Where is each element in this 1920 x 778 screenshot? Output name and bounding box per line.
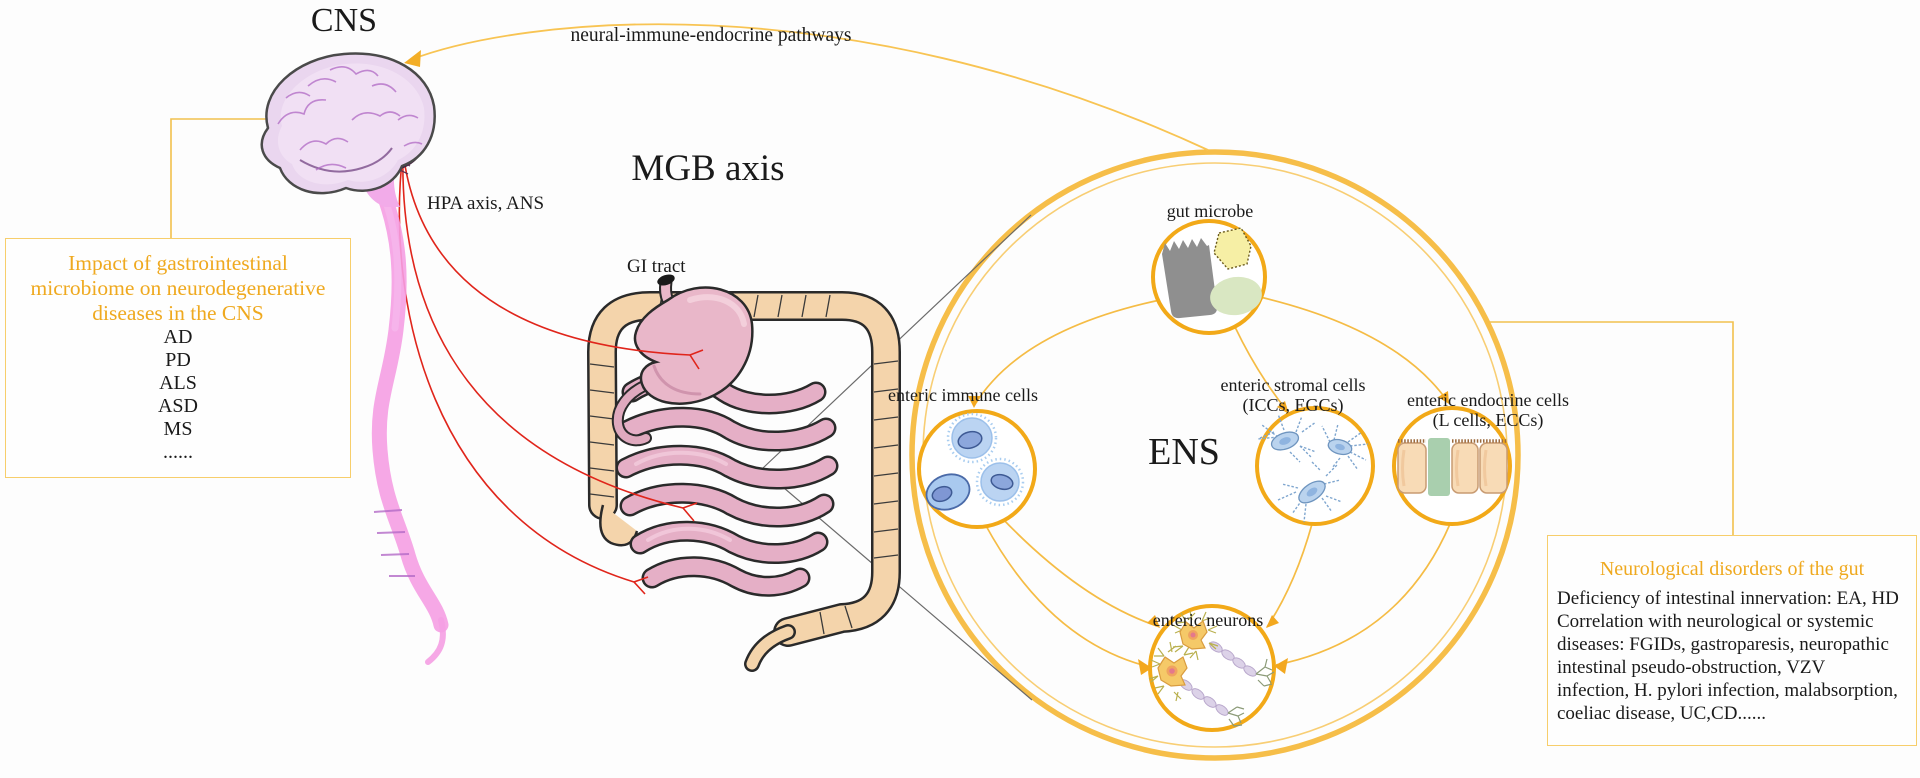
cns-diseases-list: AD PD ALS ASD MS ...... bbox=[6, 326, 350, 464]
text-line: Deficiency of intestinal innervation: EA… bbox=[1557, 588, 1899, 609]
left-box-connector-line bbox=[170, 118, 283, 238]
spinal-cord bbox=[371, 190, 449, 665]
text-line: diseases: FGIDs, gastroparesis, neuropat… bbox=[1557, 634, 1889, 655]
bacterium-icon bbox=[1162, 238, 1218, 319]
immune-cells-label: enteric immune cells bbox=[888, 385, 1038, 405]
stromal-cells-label: enteric stromal cells (ICCs, EGCs) bbox=[1220, 375, 1366, 415]
list-item: ...... bbox=[163, 441, 193, 463]
stomach-illustration bbox=[611, 274, 754, 447]
list-item: ASD bbox=[157, 395, 198, 417]
green-microbe-icon bbox=[1210, 276, 1262, 316]
text-line: coeliac disease, UC,CD...... bbox=[1557, 703, 1766, 724]
pathways-label: neural-immune-endocrine pathways bbox=[570, 25, 852, 46]
enteric-neurons-label: enteric neurons bbox=[1152, 610, 1264, 630]
gut-microbe-label: gut microbe bbox=[1166, 201, 1254, 221]
gut-disorders-box-title: Neurological disorders of the gut bbox=[1599, 558, 1865, 580]
cns-diseases-box: Impact of gastrointestinal microbiome on… bbox=[5, 238, 351, 478]
cns-diseases-box-title: Impact of gastrointestinal microbiome on… bbox=[30, 251, 326, 325]
mgb-axis-title: MGB axis bbox=[631, 148, 785, 189]
text-line: infection, H. pylori infection, malabsor… bbox=[1557, 680, 1898, 701]
yellow-microbe-icon bbox=[1213, 227, 1252, 270]
vagus-nerve-lines bbox=[398, 151, 704, 595]
hpa-ans-label: HPA axis, ANS bbox=[427, 193, 545, 214]
endocrine-cells-circle bbox=[1392, 406, 1512, 526]
list-item: PD bbox=[165, 349, 191, 371]
arrowhead-to-brain bbox=[404, 50, 421, 67]
stromal-cells-circle bbox=[1255, 406, 1375, 526]
list-item: AD bbox=[163, 326, 193, 348]
text-line: intestinal pseudo-obstruction, VZV bbox=[1557, 657, 1826, 678]
gut-disorders-box: Neurological disorders of the gut Defici… bbox=[1547, 535, 1917, 746]
endocrine-cells-label: enteric endocrine cells (L cells, ECCs) bbox=[1407, 390, 1569, 430]
list-item: MS bbox=[163, 418, 193, 440]
ens-arrowheads bbox=[968, 391, 1449, 675]
ens-title: ENS bbox=[1148, 431, 1220, 473]
enteric-neurons-circle bbox=[1148, 604, 1276, 732]
gi-tract-label: GI tract bbox=[627, 256, 686, 277]
immune-cells-circle bbox=[917, 409, 1037, 529]
gut-disorders-text: Deficiency of intestinal innervation: EA… bbox=[1548, 587, 1916, 725]
pathways-arrow bbox=[404, 23, 1209, 151]
gut-microbe-circle bbox=[1151, 219, 1267, 335]
cns-title: CNS bbox=[310, 2, 378, 39]
gi-tract-illustration bbox=[587, 274, 901, 672]
text-line: Correlation with neurological or systemi… bbox=[1557, 611, 1874, 632]
list-item: ALS bbox=[159, 372, 197, 394]
brain-illustration bbox=[260, 52, 436, 207]
right-box-connector-line bbox=[1490, 321, 1734, 535]
